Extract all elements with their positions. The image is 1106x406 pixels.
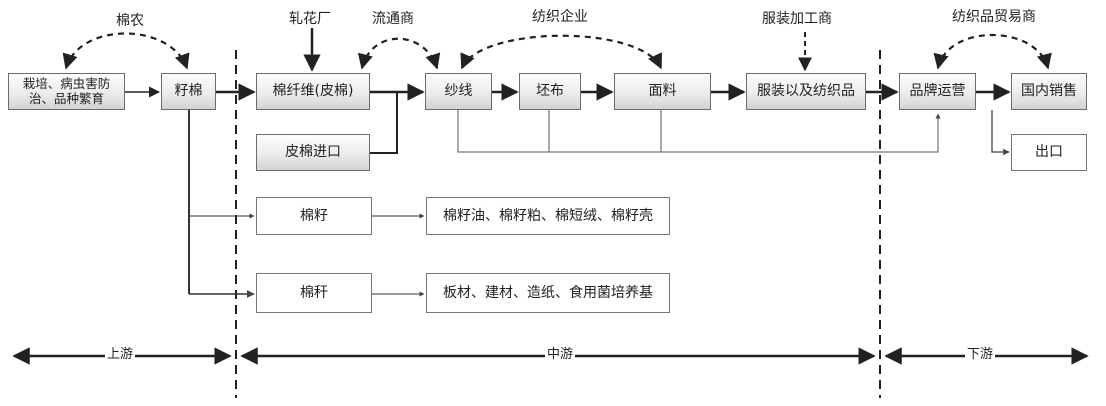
node-breeding: 栽培、病虫害防治、品种繁育 — [8, 73, 125, 110]
segment-upstream-label: 上游 — [105, 346, 136, 364]
node-export: 出口 — [1011, 134, 1087, 171]
node-cotton-seed: 棉籽 — [256, 197, 372, 235]
node-seed-cotton: 籽棉 — [161, 73, 216, 110]
node-yarn: 纱线 — [425, 73, 492, 110]
actor-trader: 纺织品贸易商 — [950, 8, 1038, 26]
actor-arcs — [62, 32, 1052, 70]
node-fabric: 面料 — [614, 73, 711, 110]
node-cotton-fiber: 棉纤维(皮棉) — [256, 73, 370, 110]
lint-import-connector — [370, 92, 398, 154]
actor-farmer: 棉农 — [114, 12, 146, 30]
segment-midstream-label: 中游 — [545, 346, 576, 364]
node-grey-cloth: 坯布 — [519, 73, 581, 110]
actor-ginnery: 轧花厂 — [287, 10, 333, 28]
actor-textile-company: 纺织企业 — [530, 8, 590, 26]
node-cotton-stalk: 棉秆 — [256, 273, 372, 313]
node-lint-import: 皮棉进口 — [256, 134, 370, 171]
export-connector — [991, 110, 1010, 156]
byproduct-connectors — [188, 110, 425, 298]
segment-downstream-label: 下游 — [965, 346, 996, 364]
node-seed-products: 棉籽油、棉籽粕、棉短绒、棉籽壳 — [426, 197, 670, 235]
node-brand-ops: 品牌运营 — [899, 73, 976, 110]
node-apparel: 服装以及纺织品 — [746, 73, 866, 110]
direct-to-brand-connector — [457, 110, 941, 153]
node-stalk-products: 板材、建材、造纸、食用菌培养基 — [426, 273, 670, 313]
actor-garment-processor: 服装加工商 — [760, 10, 834, 28]
node-domestic-sales: 国内销售 — [1011, 73, 1087, 110]
actor-distributor: 流通商 — [370, 10, 416, 28]
